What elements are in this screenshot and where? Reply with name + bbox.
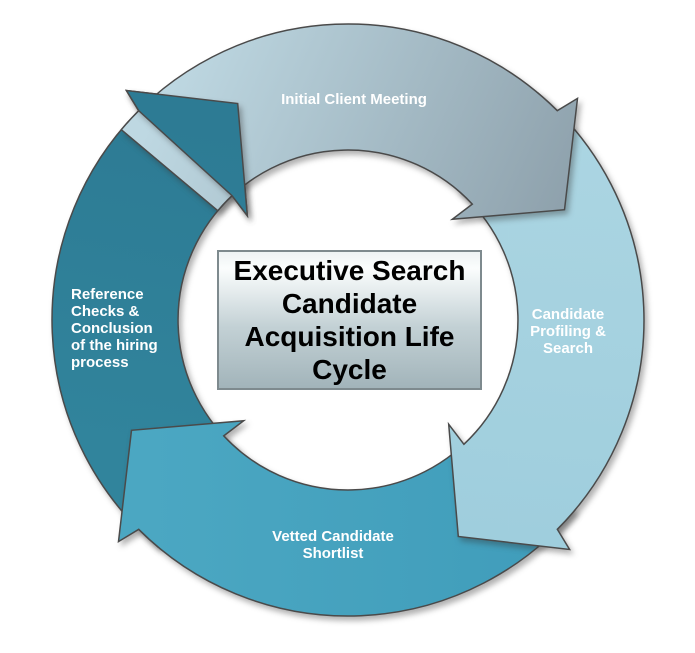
center-title-box: Executive Search Candidate Acquisition L…	[217, 250, 482, 390]
arc-left-arrowhead	[124, 89, 249, 219]
